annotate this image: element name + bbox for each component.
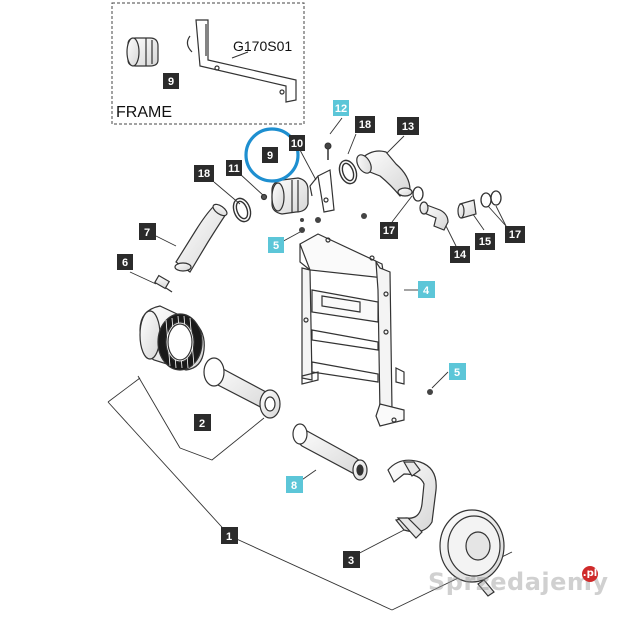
callout-8: 8 bbox=[286, 476, 303, 493]
svg-text:5: 5 bbox=[454, 367, 460, 379]
callout-11: 11 bbox=[226, 160, 242, 176]
callout-15: 15 bbox=[475, 233, 495, 250]
callout-4: 4 bbox=[418, 281, 435, 298]
part-17-clamps bbox=[412, 186, 502, 208]
air-filter-housing bbox=[139, 305, 205, 371]
callout-7: 7 bbox=[139, 223, 156, 240]
callout-5-left: 5 bbox=[268, 237, 284, 253]
watermark-text: Sprzedajemy bbox=[428, 568, 609, 596]
callout-6: 6 bbox=[117, 254, 133, 270]
end-cap bbox=[439, 509, 505, 597]
callout-2: 2 bbox=[194, 414, 211, 431]
part-18-clamp-right bbox=[338, 159, 358, 185]
part-15-fitting bbox=[457, 199, 477, 219]
part-12-bolt bbox=[324, 142, 332, 160]
callout-labels: 9 9 10 11 12 18 13 18 bbox=[117, 73, 525, 568]
highlight-circle bbox=[244, 127, 300, 183]
inset-code-label: G170S01 bbox=[233, 38, 293, 54]
part-3-band-clamp bbox=[387, 459, 437, 539]
callout-14: 14 bbox=[450, 246, 470, 263]
callout-18-top: 18 bbox=[355, 116, 375, 133]
part-18-clamp-left bbox=[232, 197, 252, 223]
svg-text:7: 7 bbox=[144, 227, 150, 239]
part-9-coupler bbox=[260, 177, 309, 215]
callout-10: 10 bbox=[289, 135, 305, 151]
part-8-inner-element bbox=[292, 423, 368, 481]
inset-clamp-part bbox=[126, 37, 159, 67]
svg-text:13: 13 bbox=[402, 121, 414, 133]
callout-17-right: 17 bbox=[505, 226, 525, 243]
callout-3: 3 bbox=[343, 551, 360, 568]
part-10-bracket bbox=[309, 169, 335, 213]
svg-text:6: 6 bbox=[122, 257, 128, 269]
svg-text:5: 5 bbox=[273, 240, 279, 252]
inset-bracket-part bbox=[186, 19, 297, 103]
svg-text:11: 11 bbox=[228, 163, 240, 175]
part-6-sensor bbox=[153, 274, 173, 293]
svg-text:9: 9 bbox=[168, 76, 174, 88]
svg-text:17: 17 bbox=[509, 229, 521, 241]
leader-lines bbox=[107, 117, 513, 611]
part-13-elbow bbox=[356, 150, 413, 197]
callout-17-left: 17 bbox=[380, 222, 398, 239]
svg-text:4: 4 bbox=[423, 285, 430, 297]
callout-18-left: 18 bbox=[194, 165, 214, 182]
callout-9-main: 9 bbox=[262, 147, 278, 163]
svg-text:2: 2 bbox=[199, 418, 205, 430]
svg-text:12: 12 bbox=[335, 103, 347, 115]
callout-1: 1 bbox=[221, 527, 238, 544]
callout-5-right: 5 bbox=[449, 363, 466, 380]
inset-frame-box bbox=[111, 2, 305, 125]
callout-13: 13 bbox=[397, 117, 419, 135]
svg-text:3: 3 bbox=[348, 555, 354, 567]
part-2-filter-element bbox=[203, 357, 281, 419]
svg-text:18: 18 bbox=[198, 168, 210, 180]
svg-text:8: 8 bbox=[291, 480, 297, 492]
svg-text:9: 9 bbox=[267, 150, 273, 162]
callout-12: 12 bbox=[333, 100, 349, 116]
part-7-hose bbox=[174, 203, 228, 273]
svg-text:17: 17 bbox=[383, 225, 395, 237]
part-14-small-hose bbox=[419, 201, 449, 231]
inset-frame-label: FRAME bbox=[116, 104, 172, 121]
part-4-frame bbox=[299, 233, 405, 427]
svg-text:14: 14 bbox=[454, 249, 467, 261]
svg-text:15: 15 bbox=[479, 236, 491, 248]
svg-text:18: 18 bbox=[359, 119, 371, 131]
svg-text:10: 10 bbox=[291, 138, 303, 150]
callout-9-inset: 9 bbox=[163, 73, 179, 89]
svg-text:1: 1 bbox=[226, 531, 232, 543]
watermark-logo: .pl bbox=[582, 566, 598, 582]
part-5-bolts bbox=[299, 213, 433, 395]
